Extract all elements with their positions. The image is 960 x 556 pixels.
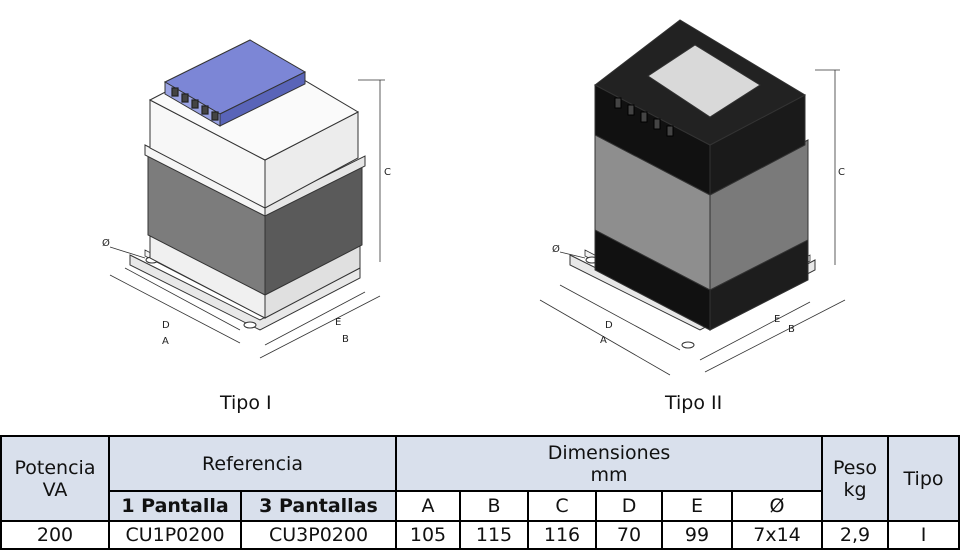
subheader-3-pantallas: 3 Pantallas — [239, 490, 398, 522]
dim-label-b: B — [342, 334, 349, 345]
header-peso-label: Peso — [833, 456, 878, 479]
dim-label-a: A — [600, 335, 607, 346]
transformer-type-1-drawing: A D B E C Ø — [102, 39, 391, 359]
subheader-d: D — [595, 490, 664, 522]
dim-label-phi: Ø — [552, 243, 560, 255]
header-dimensiones-label: Dimensiones — [547, 441, 671, 464]
header-potencia-label: Potencia — [14, 456, 96, 479]
subheader-e: E — [661, 490, 734, 522]
header-potencia: Potencia VA — [0, 435, 110, 522]
dim-label-d: D — [605, 320, 613, 331]
subheader-b: B — [459, 490, 530, 522]
header-dimensiones: Dimensiones mm — [395, 435, 824, 492]
specification-table: Potencia VA Referencia Dimensiones mm Pe… — [0, 435, 960, 550]
header-potencia-unit: VA — [42, 478, 68, 501]
table-row: 200 CU1P0200 CU3P0200 105 115 116 70 99 … — [0, 520, 960, 550]
header-dimensiones-unit: mm — [590, 463, 628, 486]
cell-ref-3p: CU3P0200 — [239, 520, 398, 550]
subheader-c: C — [527, 490, 598, 522]
dim-label-e: E — [335, 317, 341, 328]
cell-d: 70 — [595, 520, 664, 550]
header-peso-unit: kg — [843, 478, 867, 501]
header-referencia: Referencia — [107, 435, 398, 492]
cell-c: 116 — [527, 520, 598, 550]
dim-label-d: D — [162, 320, 170, 331]
subheader-phi: Ø — [731, 490, 824, 522]
transformer-type-2-drawing: A D B E C Ø — [539, 19, 846, 376]
dim-label-e: E — [774, 314, 780, 325]
dim-label-c: C — [384, 167, 391, 178]
header-tipo: Tipo — [887, 435, 960, 522]
subheader-a: A — [395, 490, 462, 522]
cell-phi: 7x14 — [731, 520, 824, 550]
cell-a: 105 — [395, 520, 462, 550]
dim-label-b: B — [788, 324, 795, 335]
header-peso: Peso kg — [821, 435, 890, 522]
cell-b: 115 — [459, 520, 530, 550]
cell-peso: 2,9 — [821, 520, 890, 550]
cell-e: 99 — [661, 520, 734, 550]
subheader-1-pantalla: 1 Pantalla — [108, 490, 242, 522]
cell-tipo: I — [887, 520, 960, 550]
cell-ref-1p: CU1P0200 — [108, 520, 242, 550]
dim-label-c: C — [838, 167, 845, 178]
figure-caption-tipo-2: Tipo II — [665, 392, 723, 414]
cell-potencia: 200 — [0, 520, 110, 550]
dim-label-phi: Ø — [102, 237, 110, 249]
figure-caption-tipo-1: Tipo I — [220, 392, 272, 414]
dim-label-a: A — [162, 336, 169, 347]
